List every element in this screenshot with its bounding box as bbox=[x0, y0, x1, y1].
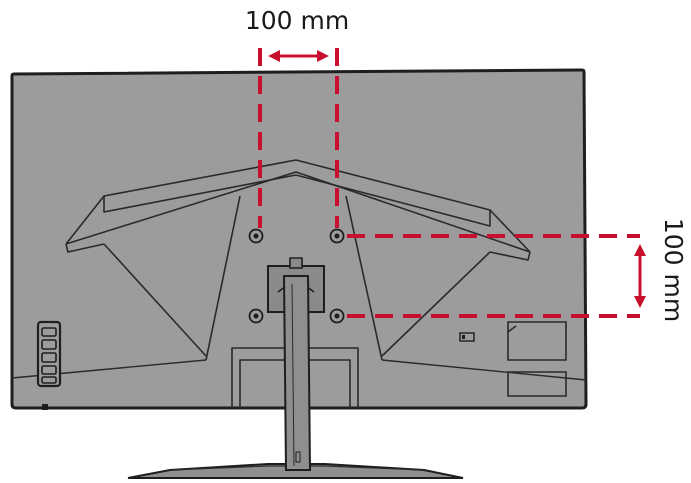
screw-hole-bottom-left bbox=[248, 308, 264, 324]
screw-hole-bottom-right bbox=[329, 308, 345, 324]
back-contour-lines bbox=[11, 159, 587, 408]
horizontal-dimension-guides bbox=[258, 48, 339, 228]
vertical-spacing-label: 100 mm bbox=[659, 217, 688, 323]
horizontal-spacing-label: 100 mm bbox=[244, 6, 350, 35]
stand-neck bbox=[267, 257, 325, 471]
connector-ports-icon bbox=[36, 320, 62, 388]
monitor-back-panel bbox=[10, 68, 588, 410]
vertical-dimension-arrow bbox=[634, 244, 646, 308]
vertical-dimension-guides bbox=[347, 234, 640, 318]
horizontal-dimension-arrow bbox=[268, 50, 329, 62]
base-foot bbox=[42, 404, 48, 410]
lock-slot-icon bbox=[459, 332, 475, 342]
screw-hole-top-left bbox=[248, 228, 264, 244]
screw-hole-top-right bbox=[329, 228, 345, 244]
label-panels bbox=[507, 321, 567, 397]
